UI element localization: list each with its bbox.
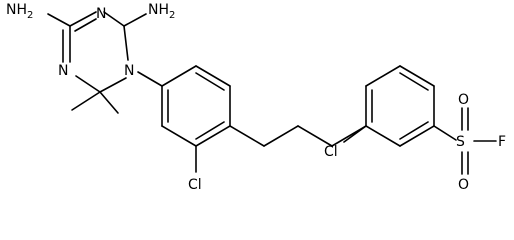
- bond-ringB-4: [399, 125, 435, 147]
- bond-chain-3: [297, 125, 333, 147]
- molecule-structure: NH2 NH2 N N N Cl Cl S O O F: [6, 2, 506, 193]
- atom-nh2-left: NH2: [6, 2, 33, 21]
- bond-ringA-in-2: [195, 121, 225, 140]
- bond-nring-cgem: [99, 77, 127, 93]
- bond-ringA-2: [195, 65, 231, 87]
- bond-c1-ntop-double: [74, 18, 97, 32]
- bond-ringA-5: [161, 125, 197, 147]
- bond-c2-nring: [123, 25, 129, 61]
- bond-c1-nh2left: [47, 13, 71, 27]
- bond-ringB-1: [365, 65, 401, 87]
- bond-c1-ntop: [69, 11, 97, 27]
- bond-ringB-s: [433, 125, 457, 141]
- bond-methyl-1: [71, 91, 101, 111]
- atom-n-top: N: [96, 6, 106, 22]
- atom-oxygen-bottom: O: [458, 177, 469, 193]
- bond-c2-nh2right: [123, 13, 147, 27]
- bond-ringB-5: [365, 125, 401, 147]
- bonds: [47, 11, 497, 175]
- bond-chain-2: [263, 125, 299, 147]
- atom-cl-right: Cl: [324, 144, 338, 160]
- atom-fluorine: F: [498, 134, 506, 150]
- atom-n-ring: N: [124, 63, 134, 79]
- bond-ringB-2: [399, 65, 435, 87]
- bond-ringB-in-1: [399, 72, 429, 91]
- bond-ringB-in-2: [399, 121, 429, 140]
- bond-cgem-nleft: [75, 75, 101, 93]
- atom-sulfur: S: [456, 134, 465, 150]
- atom-labels: NH2 NH2 N N N Cl Cl S O O F: [6, 2, 506, 193]
- atom-oxygen-top: O: [458, 92, 469, 108]
- bond-ntop-c2: [103, 11, 125, 27]
- bond-ringA-1: [161, 65, 197, 87]
- bond-ringA-4: [195, 125, 231, 147]
- atom-cl-middle: Cl: [188, 177, 202, 193]
- atom-nh2-right: NH2: [148, 2, 175, 21]
- bond-methyl-2: [99, 91, 119, 114]
- bond-nring-aryl: [137, 71, 163, 87]
- atom-n-left: N: [58, 63, 68, 79]
- bond-chain-1: [229, 125, 265, 147]
- bond-ringA-in-1: [195, 72, 225, 91]
- bond-ringB-cl: [343, 125, 367, 143]
